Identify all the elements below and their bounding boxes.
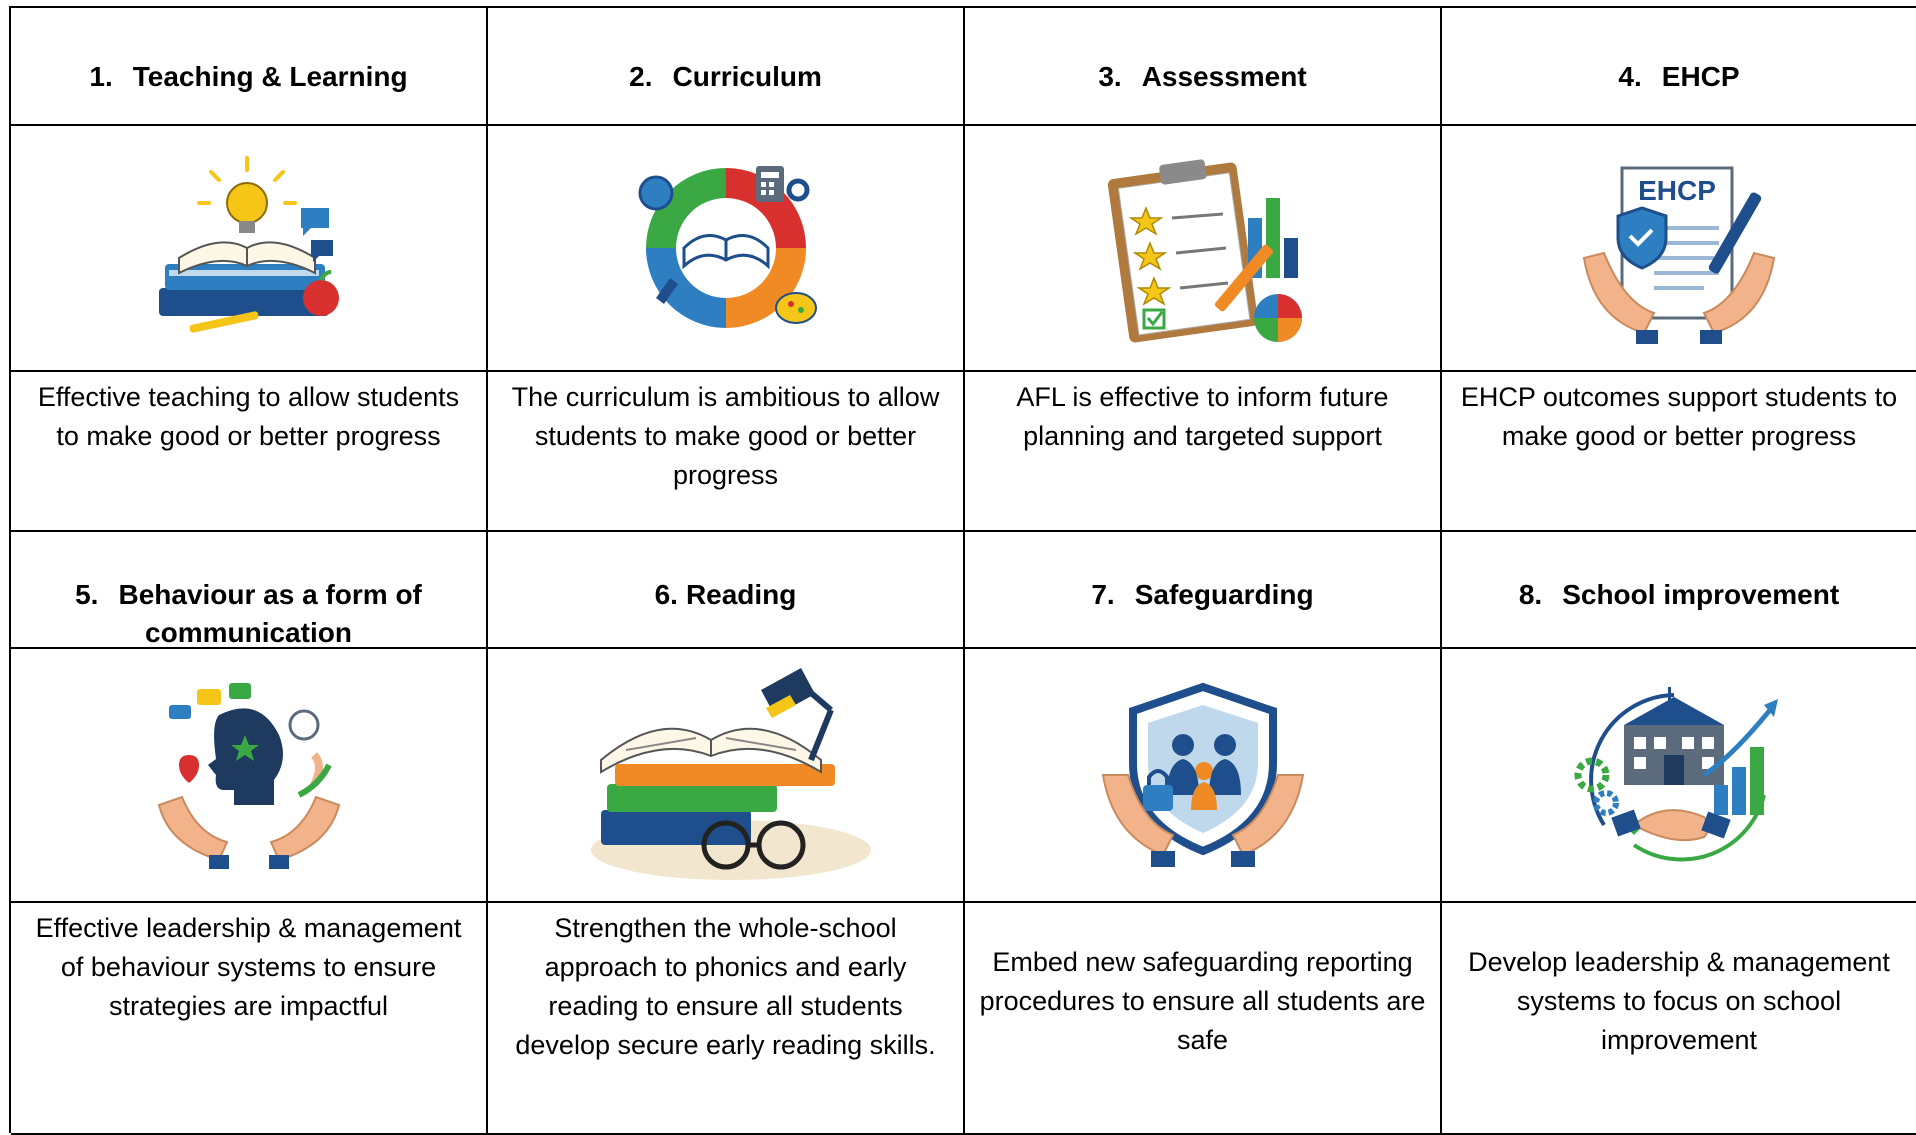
- card-8-header: 8. School improvement: [1442, 532, 1916, 649]
- card-2-number: 2.: [629, 61, 653, 92]
- card-2-image: [488, 126, 965, 372]
- card-5-title-wrap: 5. Behaviour as a form of communication: [69, 576, 429, 648]
- card-6-image: [488, 649, 965, 903]
- card-1-description: Effective teaching to allow students to …: [11, 372, 488, 532]
- card-5-header: 5. Behaviour as a form of communication: [11, 532, 488, 649]
- card-7-number: 7.: [1091, 579, 1115, 610]
- card-4-image: EHCP: [1442, 126, 1916, 372]
- card-3-header: 3. Assessment: [965, 8, 1442, 126]
- card-2-header: 2. Curriculum: [488, 8, 965, 126]
- card-8-title: School improvement: [1562, 579, 1840, 610]
- card-8-number: 8.: [1518, 579, 1543, 610]
- card-8-description: Develop leadership & management systems …: [1442, 903, 1916, 1135]
- card-3-number: 3.: [1098, 61, 1122, 92]
- card-4-title: EHCP: [1661, 61, 1740, 92]
- card-6-header: 6. Reading: [488, 532, 965, 649]
- card-2-description: The curriculum is ambitious to allow stu…: [488, 372, 965, 532]
- svg-text:EHCP: EHCP: [1638, 175, 1716, 206]
- card-7-title: Safeguarding: [1134, 579, 1314, 610]
- card-1-title: Teaching & Learning: [132, 61, 408, 92]
- card-4-number: 4.: [1618, 61, 1642, 92]
- card-5-number: 5.: [75, 579, 99, 610]
- priorities-table: 1. Teaching & Learning 2. Curriculum 3. …: [9, 6, 1916, 1135]
- card-1-image: [11, 126, 488, 372]
- card-7-header: 7. Safeguarding: [965, 532, 1442, 649]
- school-growth-icon: [1574, 687, 1778, 862]
- card-5-description: Effective leadership & management of beh…: [11, 903, 488, 1135]
- head-hands-icon: [157, 683, 340, 869]
- shield-family-icon: [1101, 682, 1304, 867]
- card-4-header: 4. EHCP: [1442, 8, 1916, 126]
- clipboard-chart-icon: [1107, 159, 1302, 343]
- card-3-title: Assessment: [1141, 61, 1307, 92]
- card-2-title: Curriculum: [672, 61, 822, 92]
- card-8-image: [1442, 649, 1916, 903]
- card-3-description: AFL is effective to inform future planni…: [965, 372, 1442, 532]
- curriculum-puzzle-icon: [638, 166, 817, 328]
- book-lightbulb-icon: [158, 156, 339, 333]
- card-3-image: [965, 126, 1442, 372]
- card-5-image: [11, 649, 488, 903]
- card-7-description: Embed new safeguarding reporting procedu…: [965, 903, 1442, 1135]
- card-6-number: 6.: [654, 579, 678, 610]
- card-7-image: [965, 649, 1442, 903]
- card-5-title: Behaviour as a form of communication: [118, 579, 422, 648]
- ehcp-document-icon: EHCP: [1582, 166, 1776, 344]
- card-1-header: 1. Teaching & Learning: [11, 8, 488, 126]
- books-lamp-icon: [590, 668, 871, 880]
- card-4-description: EHCP outcomes support students to make g…: [1442, 372, 1916, 532]
- card-6-description: Strengthen the whole-school approach to …: [488, 903, 965, 1135]
- card-1-number: 1.: [89, 61, 113, 92]
- card-6-title: Reading: [685, 579, 797, 610]
